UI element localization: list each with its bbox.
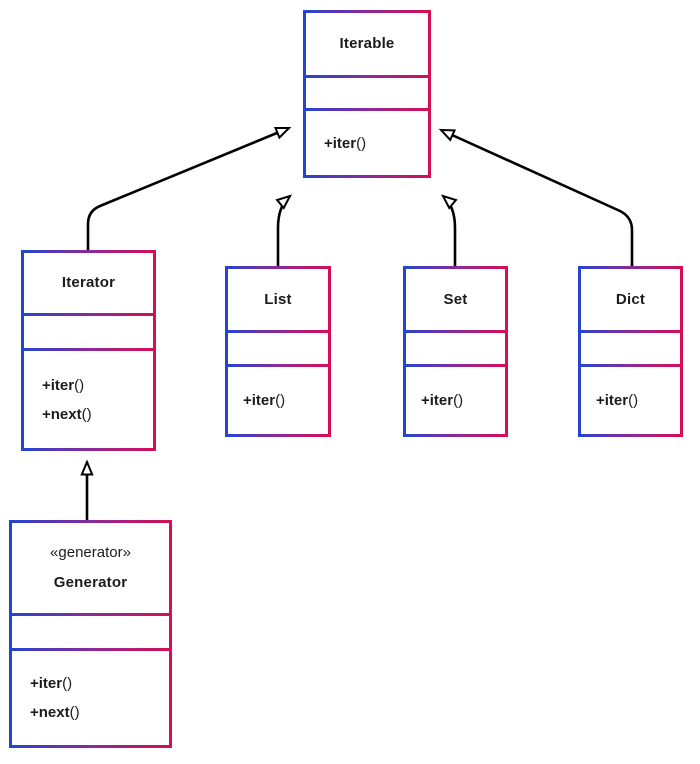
class-stereotype: «generator»	[50, 544, 131, 561]
class-name: Generator	[53, 574, 128, 591]
method-entry: +iter()	[421, 392, 464, 409]
class-attributes-section	[12, 616, 169, 648]
section-divider	[24, 313, 153, 316]
class-name: Iterator	[61, 274, 116, 291]
generalization-arrow-list-to-iterable	[278, 196, 290, 266]
class-box-list: List +iter()	[225, 266, 331, 437]
class-name: Set	[443, 290, 468, 308]
class-attributes-section	[228, 333, 328, 364]
class-title-section: Set	[406, 269, 505, 330]
class-methods-section: +iter()	[228, 367, 328, 434]
class-title-section: Iterator	[24, 253, 153, 313]
method-entry: +iter()	[243, 392, 286, 409]
class-box-iterator: Iterator +iter() +next()	[21, 250, 156, 451]
section-divider	[24, 348, 153, 351]
class-methods-section: +iter() +next()	[12, 651, 169, 745]
class-box-set: Set +iter()	[403, 266, 508, 437]
section-divider	[306, 75, 428, 78]
method-entry: +next()	[42, 405, 92, 423]
method-entry: +iter()	[324, 134, 367, 152]
class-methods-section: +iter() +next()	[24, 351, 153, 448]
section-divider	[12, 613, 169, 616]
section-divider	[581, 330, 680, 333]
generalization-arrow-dict-to-iterable	[441, 128, 634, 266]
class-name: List	[264, 290, 292, 308]
class-title-section: List	[228, 269, 328, 330]
class-attributes-section	[406, 333, 505, 364]
section-divider	[12, 648, 169, 651]
generalization-arrow-iterator-to-iterable	[86, 126, 289, 250]
class-title-section: Dict	[581, 269, 680, 330]
section-divider	[406, 330, 505, 333]
section-divider	[228, 364, 328, 367]
method-entry: +next()	[30, 704, 80, 721]
class-attributes-section	[24, 316, 153, 348]
class-name: Dict	[615, 290, 646, 308]
section-divider	[406, 364, 505, 367]
class-box-dict: Dict +iter()	[578, 266, 683, 437]
class-methods-section: +iter()	[306, 111, 428, 175]
generalization-arrow-set-to-iterable	[443, 196, 455, 266]
class-attributes-section	[306, 78, 428, 108]
class-box-iterable: Iterable +iter()	[303, 10, 431, 178]
class-attributes-section	[581, 333, 680, 364]
class-box-generator: «generator» Generator +iter() +next()	[9, 520, 172, 748]
class-title-section: Iterable	[306, 13, 428, 75]
section-divider	[228, 330, 328, 333]
class-methods-section: +iter()	[406, 367, 505, 434]
section-divider	[306, 108, 428, 111]
method-entry: +iter()	[42, 376, 85, 394]
class-methods-section: +iter()	[581, 367, 680, 434]
method-entry: +iter()	[596, 392, 639, 409]
method-entry: +iter()	[30, 675, 73, 692]
section-divider	[581, 364, 680, 367]
class-name: Iterable	[339, 35, 395, 52]
class-title-section: «generator» Generator	[12, 523, 169, 613]
